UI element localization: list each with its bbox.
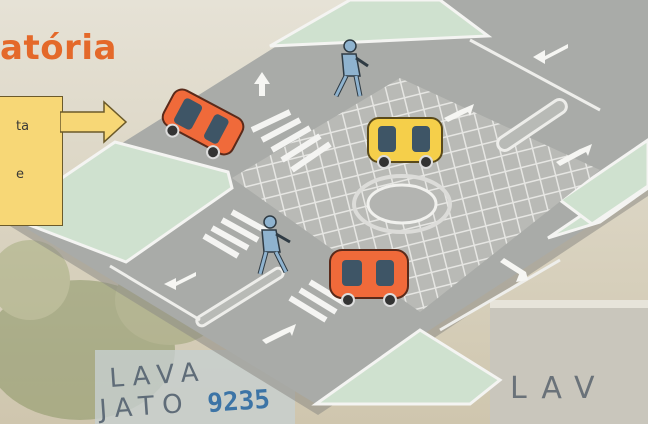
car-orange (330, 250, 408, 306)
sign-number: 9235 (206, 385, 271, 419)
sign-line-2: JATO (96, 389, 191, 424)
callout-box: ta e (0, 96, 63, 226)
lav-sign: LAV (510, 371, 609, 406)
page-title: atória (0, 28, 117, 68)
callout-line-1: ta (16, 119, 29, 134)
car-yellow (368, 118, 442, 168)
callout-arrow-icon (60, 100, 130, 144)
callout-line-2: e (16, 167, 24, 182)
